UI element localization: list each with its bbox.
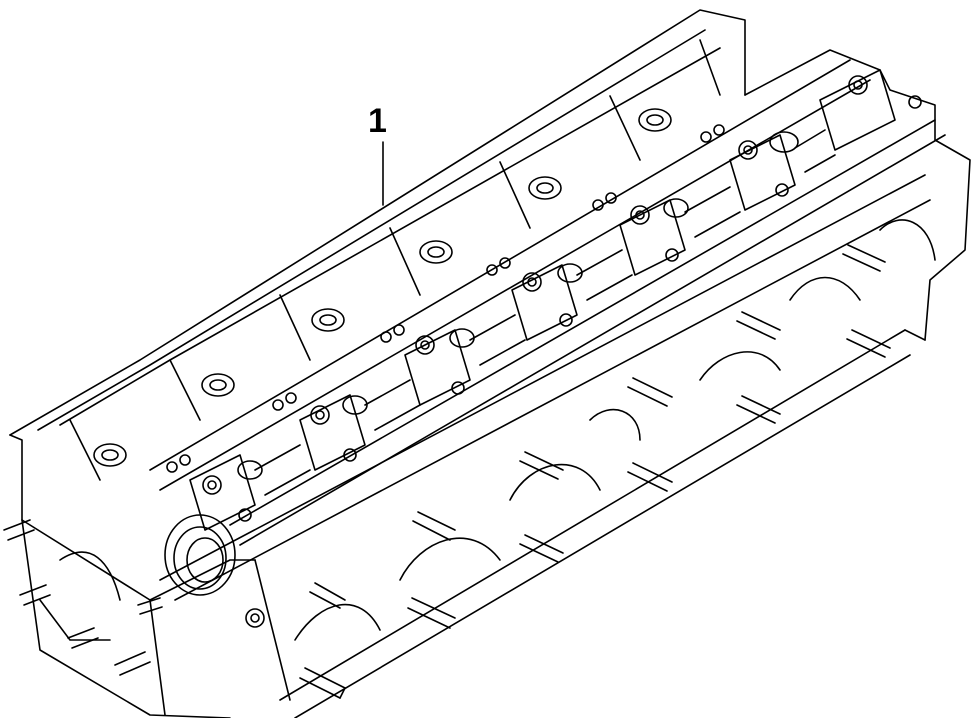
stud — [842, 244, 886, 272]
side-ports — [294, 219, 936, 641]
cam-cap-2 — [299, 394, 368, 471]
cam-cap-3 — [404, 328, 475, 406]
camshaft-lobes — [254, 129, 836, 496]
cam-cap-5 — [619, 198, 689, 276]
lower-studs — [299, 244, 891, 699]
cylinder-head-outline — [9, 9, 971, 718]
stud — [519, 534, 564, 563]
stud — [407, 597, 456, 629]
stud — [299, 667, 346, 699]
end-studs — [3, 519, 163, 676]
callout-label-1: 1 — [368, 102, 387, 140]
cam-cap-4 — [511, 263, 583, 341]
rail-nuts — [166, 124, 725, 473]
valve-wells — [93, 108, 672, 467]
stud — [736, 311, 781, 340]
cam-cap-6 — [729, 131, 799, 211]
stud — [412, 511, 456, 541]
camshaft-caps — [189, 69, 922, 531]
bearing-bore — [164, 514, 236, 596]
cam-cap-end — [819, 69, 922, 151]
cam-cap-1 — [189, 454, 263, 531]
stud — [846, 329, 891, 358]
rail-ribs — [69, 39, 721, 481]
stud — [627, 377, 673, 407]
hex-plug — [245, 608, 265, 628]
stud — [736, 395, 781, 424]
stud — [627, 462, 673, 492]
